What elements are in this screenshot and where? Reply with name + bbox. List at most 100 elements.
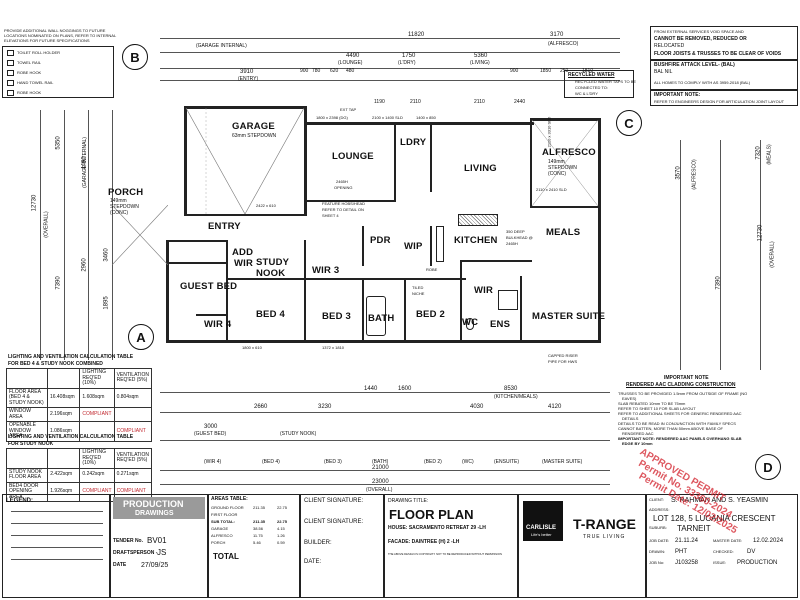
note-line-2: LOCATIONS NOMINATED ON PLANS, REFER TO I… (4, 33, 117, 38)
bottom-dim-guest-bed: (GUEST BED) (194, 431, 227, 437)
legend-line-4 (11, 547, 103, 548)
jobdate-value: 21.11.24 (675, 538, 698, 544)
date-label: DATE (113, 562, 127, 568)
room-alfresco-sub-3: (CONC) (548, 171, 567, 177)
area-row-5-name: PORCH (211, 540, 226, 545)
lv2-r2-status: COMPLIANT (79, 481, 115, 502)
cladding-title-2: RENDERED AAC CLADDING CONSTRUCTION (626, 382, 736, 388)
towel-rail-icon (7, 60, 14, 66)
wall-entry-left (166, 240, 226, 242)
lv1-r2-status: COMPLIANT (79, 407, 115, 422)
bulkhead-note-2: BULKHEAD @ (506, 235, 533, 240)
room-alfresco-sub-1: 149mm (548, 159, 565, 165)
area-row-3-name: GARAGE (211, 526, 229, 531)
wall-wip-right (430, 226, 432, 266)
lv1-r3-area: 1.086sqm (46, 421, 81, 442)
dim-900a: 900 (300, 68, 309, 74)
client-value: S. RAHMAN AND S. YEASMIN (671, 497, 769, 504)
capped-riser-2: PIPE FOR HWS (548, 359, 578, 364)
room-wip: WIP (404, 241, 423, 252)
wall-left-lower (166, 240, 169, 340)
recycled-title: RECYCLED WATER (568, 72, 615, 78)
room-kitchen: KITCHEN (454, 235, 498, 246)
room-entry: ENTRY (208, 221, 241, 232)
left-dim-line-3 (88, 110, 89, 360)
dim-alfresco-label: (ALFRESCO) (548, 41, 579, 47)
top-dim-line-1 (160, 38, 620, 39)
wall-top-main (306, 122, 534, 125)
dim-ldry: (L'DRY) (398, 60, 416, 66)
bottom-dim-21000: 21000 (372, 465, 389, 471)
room-bath: BATH (368, 313, 395, 324)
area-row-2-name: SUB TOTAL: (211, 519, 235, 524)
drawing-title: FLOOR PLAN (389, 507, 474, 522)
note-line-1: PROVIDE ADDITIONAL WALL NOGGINGS TO FUTU… (4, 28, 106, 33)
area-row-4-m2: 11.75 (253, 533, 263, 538)
window-2100-sld: 2100 x 1400 SLD (372, 115, 403, 120)
jobno-value: J103258 (675, 560, 699, 566)
bottom-dim-bed4: (BED 4) (262, 459, 280, 465)
wall-left-garage (184, 106, 187, 216)
suburb-value: TARNEIT (677, 524, 711, 533)
right-dim-7320: 7320 (755, 146, 762, 160)
cladding-l4b: DETAILS (622, 416, 639, 421)
area-row-5-m2: 5.46 (253, 540, 261, 545)
bottom-dim-ensuite: (ENSUITE) (494, 459, 519, 465)
lv2-title-1: LIGHTING AND VENTILATION CALCULATION TAB… (8, 434, 134, 440)
bottom-dim-line-3 (160, 440, 610, 441)
room-meals: MEALS (546, 227, 581, 238)
dim-garage-internal: (GARAGE INTERNAL) (196, 43, 247, 49)
area-row-4-name: ALFRESCO (211, 533, 233, 538)
window-1372: 1372 x 1810 (322, 345, 345, 350)
jobno-label: JOB No: (649, 560, 665, 565)
cladding-l3: REFER TO SHEET 10 FOR SLAB LAYOUT (618, 406, 696, 411)
drawing-title-label: DRAWING TITLE: (388, 498, 429, 504)
drawn-label: DRAWN: (649, 549, 666, 554)
tender-label: TENDER No. (113, 538, 143, 544)
grid-marker-a: A (128, 324, 154, 350)
cladding-l1b: EAVES) (622, 396, 637, 401)
legend-toilet-roll: TOILET ROLL HOLDER (17, 50, 61, 55)
drawings-label: DRAWINGS (135, 510, 174, 517)
dim-living: (LIVING) (470, 60, 490, 66)
table-row: LIGHTING REQ'ED (10%)VENTILATION REQ'ED … (5, 448, 153, 469)
lv1-title-2: FOR BED 4 & STUDY NOOK COMBINED (8, 361, 103, 367)
legend-title: LEGEND: (6, 498, 33, 504)
room-porch: PORCH (108, 187, 144, 198)
left-dim-7390: 7390 (55, 276, 62, 290)
joists-note: FLOOR JOISTS & TRUSSES TO BE CLEAR OF VO… (654, 51, 782, 57)
wall-wir4-top (196, 314, 226, 316)
right-dim-meals: (MEALS) (766, 144, 773, 165)
grid-marker-b: B (122, 44, 148, 70)
left-dim-12730: 12730 (31, 194, 38, 212)
room-lounge: LOUNGE (332, 151, 374, 162)
right-dim-alfresco: (ALFRESCO) (691, 159, 698, 190)
legend-box: LEGEND: (2, 494, 110, 598)
client-signature-label-2: CLIENT SIGNATURE: (304, 519, 364, 525)
dim-480: 480 (346, 68, 355, 74)
left-dim-5350: 5350 (55, 136, 62, 150)
dim-2440: 2440 (514, 99, 526, 105)
legend-hand-towel: HAND TOWEL RAIL (17, 80, 54, 85)
date-sign-label: DATE: (304, 559, 322, 565)
table-row: LIGHTING REQ'ED (10%)VENTILATION REQ'ED … (6, 368, 153, 389)
window-1400-850: 1400 x 850 (416, 115, 436, 120)
legend-robe-hook-2: ROBE HOOK (17, 90, 42, 95)
cladding-l4: REFER TO ADDITIONAL SHEETS FOR GENERIC R… (618, 411, 742, 416)
house-name: HOUSE: SACRAMENTO RETREAT 29 -LH (388, 525, 486, 531)
lv1-r2-label: WINDOW AREA (6, 407, 48, 422)
legend-line-1 (11, 511, 103, 512)
wall-ldry-right (430, 122, 432, 192)
lv1-r3-label: OPENABLE WINDOW AREA (6, 421, 48, 442)
dim-900b: 900 (510, 68, 519, 74)
lv1-r2-area: 2.196sqm (46, 407, 81, 422)
area-row-0-sq: 22.75 (277, 505, 288, 510)
wall-lounge-right (394, 122, 396, 202)
top-dim-line-2 (160, 52, 620, 53)
bottom-dim-bed3: (BED 3) (324, 459, 342, 465)
cladding-l1: TRUSSES TO BE PROVIDED 1.5mm FROM OUTSID… (618, 391, 748, 396)
copyright-note: THE ABOVE DESIGN IS COPYRIGHT. NOT TO BE… (388, 552, 502, 556)
legend-line-5 (11, 559, 103, 560)
room-ens: ENS (490, 319, 511, 330)
right-dim-12730: 12730 (757, 224, 764, 242)
